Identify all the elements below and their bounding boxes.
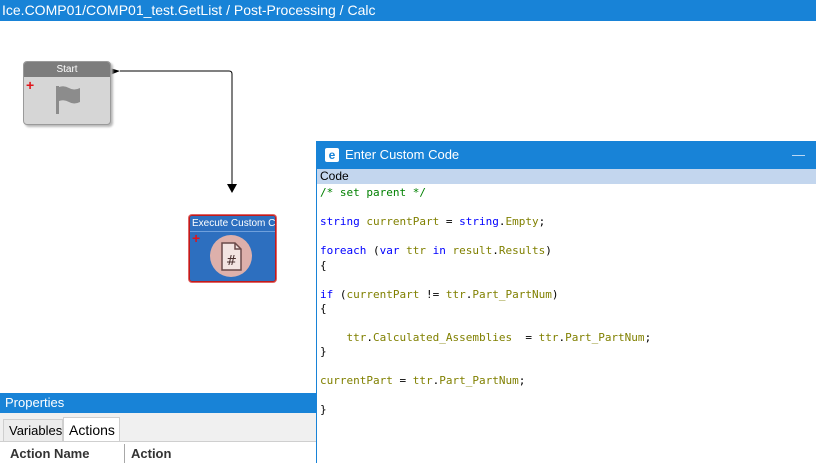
breadcrumb: Ice.COMP01/COMP01_test.GetList / Post-Pr… — [2, 2, 376, 18]
dialog-title-bar[interactable]: e Enter Custom Code — — [317, 141, 816, 169]
code-section-label: Code — [317, 169, 816, 184]
connector-arrow-end — [227, 184, 237, 193]
code-line: if (currentPart != ttr.Part_PartNum) — [320, 288, 559, 301]
code-line: { — [320, 259, 327, 272]
epicor-app-icon: e — [325, 148, 339, 162]
code-line: { — [320, 302, 327, 315]
workflow-connector — [110, 68, 237, 193]
code-line: } — [320, 345, 327, 358]
custom-code-dialog: e Enter Custom Code — Code /* set parent… — [316, 141, 816, 463]
code-line: string currentPart = string.Empty; — [320, 215, 546, 228]
code-line: ttr.Calculated_Assemblies = ttr.Part_Par… — [346, 331, 652, 344]
code-editor[interactable]: /* set parent */ string currentPart = st… — [317, 184, 816, 463]
actions-grid-header: Action Name Action — [0, 442, 318, 463]
flag-icon — [56, 86, 80, 114]
execute-custom-code-node[interactable]: Execute Custom Code + # — [189, 215, 276, 282]
start-node[interactable]: Start + — [23, 61, 111, 125]
svg-text:#: # — [226, 254, 237, 269]
column-header-action[interactable]: Action — [131, 446, 172, 461]
start-node-title: Start — [24, 62, 110, 77]
properties-panel-title: Properties — [0, 393, 318, 413]
code-line: } — [320, 403, 327, 416]
code-line: foreach (var ttr in result.Results) — [320, 244, 552, 257]
code-document-icon: # — [210, 235, 252, 277]
tab-variables[interactable]: Variables — [3, 419, 63, 441]
exec-node-title: Execute Custom Code — [190, 216, 275, 232]
code-line: currentPart = ttr.Part_PartNum; — [320, 374, 526, 387]
window-title-bar: Ice.COMP01/COMP01_test.GetList / Post-Pr… — [0, 0, 816, 21]
expand-plus-icon[interactable]: + — [192, 230, 201, 246]
connector-line — [120, 70, 233, 184]
code-line: /* set parent */ — [320, 186, 426, 199]
properties-tabs: Variables Actions — [0, 413, 318, 442]
column-header-action-name[interactable]: Action Name — [2, 444, 125, 463]
tab-actions[interactable]: Actions — [63, 417, 120, 441]
dialog-title: Enter Custom Code — [345, 147, 460, 162]
expand-plus-icon[interactable]: + — [26, 77, 35, 93]
minimize-button[interactable]: — — [792, 147, 805, 162]
connector-arrow-start — [110, 68, 120, 75]
